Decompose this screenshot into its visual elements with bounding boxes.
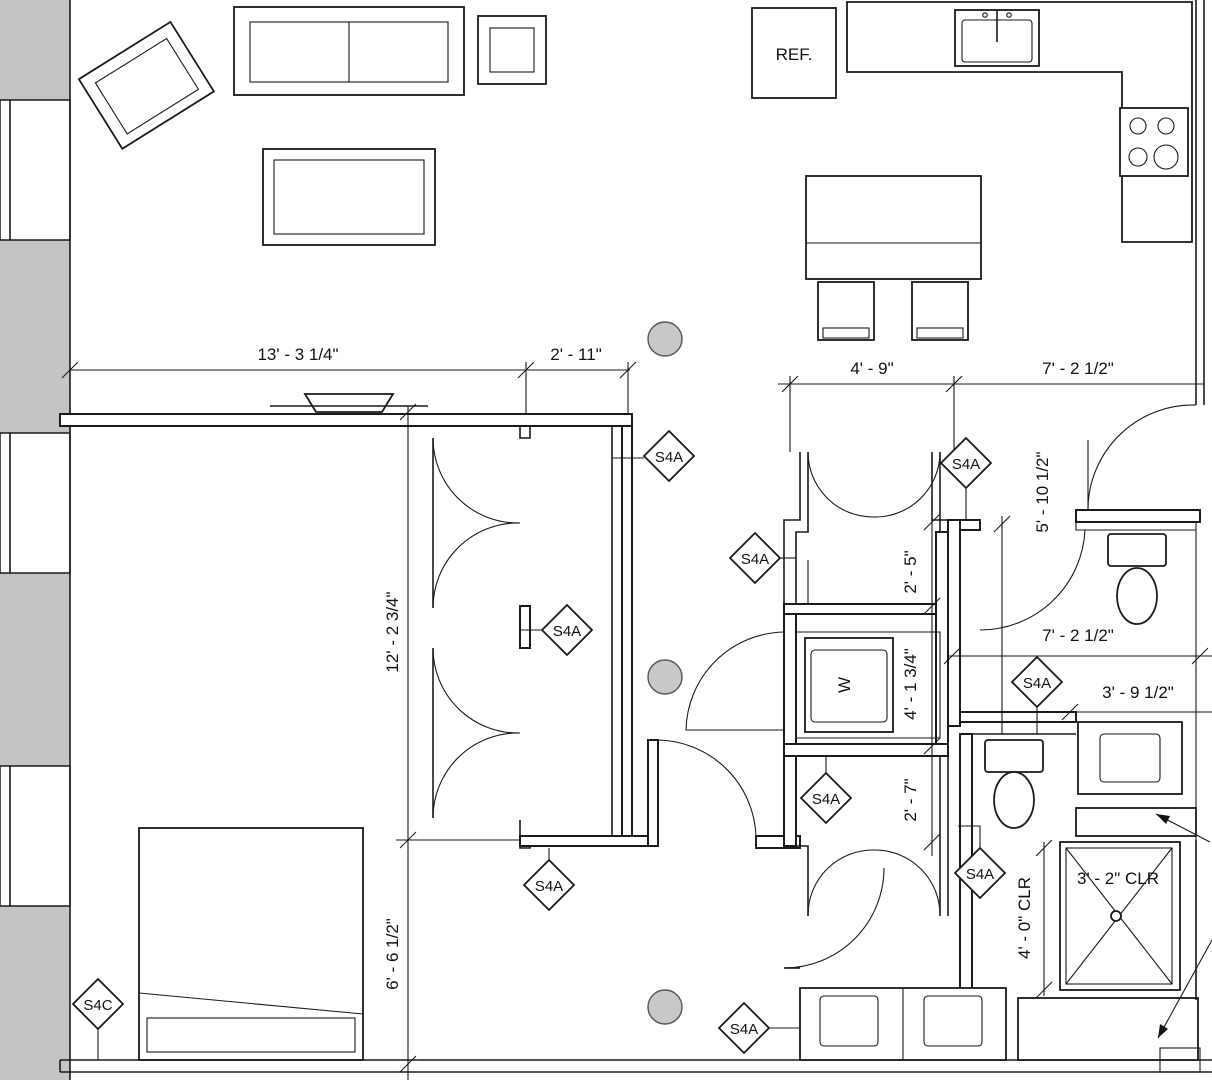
- side-table: [477, 15, 547, 85]
- coffee-table: [262, 148, 436, 246]
- dimension-bedroom-width: 13' - 3 1/4" 2' - 11": [61, 345, 637, 414]
- toilet-upper: [1107, 533, 1167, 625]
- svg-text:S4A: S4A: [966, 866, 994, 883]
- svg-text:S4A: S4A: [1023, 675, 1051, 692]
- svg-text:S4A: S4A: [730, 1021, 758, 1038]
- corner-detail: [1159, 1047, 1201, 1073]
- bottom-wall: [59, 1059, 1212, 1073]
- ceiling-light: [647, 989, 683, 1025]
- arrow: [1155, 813, 1212, 1039]
- closet-walls: [519, 425, 659, 849]
- vanity-sink: [1077, 721, 1183, 795]
- tag-s4a-cabinet: S4A: [717, 1001, 800, 1055]
- closet-door-lower: [432, 647, 521, 819]
- bedroom-top-wall: [59, 393, 633, 427]
- tag-s4a-closet-mid: S4A: [520, 603, 594, 657]
- toilet-lower: [984, 739, 1044, 829]
- washer-label: W: [835, 677, 854, 693]
- armchair: [77, 20, 216, 150]
- refrigerator-label: REF.: [776, 45, 813, 64]
- tag-s4c-bedroom: S4C: [71, 977, 125, 1060]
- svg-text:S4A: S4A: [535, 878, 563, 895]
- tag-s4a-laundry-top: S4A: [939, 436, 993, 520]
- dim-closet-b-depth-label: 2' - 7": [901, 778, 920, 821]
- dim-closet-a-depth-label: 2' - 5": [901, 550, 920, 593]
- bathroom-cabinets: [799, 987, 1007, 1061]
- ceiling-light: [647, 321, 683, 357]
- cooktop: [1119, 107, 1189, 177]
- dim-laundry-width-label: 4' - 9": [850, 359, 893, 378]
- kitchen-sink: [954, 9, 1040, 67]
- tag-s4a-bath: S4A: [1010, 655, 1064, 734]
- tag-s4a-laundry-left: S4A: [728, 531, 796, 585]
- tag-s4a-closet-bottom: S4A: [522, 848, 576, 912]
- dimension-laundry-width: 4' - 9" 7' - 2 1/2": [778, 359, 1204, 452]
- bed: [138, 827, 364, 1061]
- dim-closet-depth-label: 2' - 11": [550, 345, 602, 364]
- dim-bath-width-top-label: 7' - 2 1/2": [1042, 359, 1114, 378]
- dim-bedroom-depth-lower-label: 6' - 6 1/2": [383, 918, 402, 990]
- svg-text:S4A: S4A: [553, 623, 581, 640]
- svg-text:S4A: S4A: [655, 449, 683, 466]
- dim-shower-width-label: 3' - 2" CLR: [1077, 869, 1159, 888]
- ceiling-light: [647, 659, 683, 695]
- dim-bedroom-depth-upper-label: 12' - 2 3/4": [383, 591, 402, 672]
- svg-text:S4A: S4A: [952, 456, 980, 473]
- laundry-closet-top: [783, 451, 952, 615]
- right-exterior-wall: [1195, 0, 1205, 1050]
- svg-text:S4A: S4A: [812, 791, 840, 808]
- tag-s4a-closet-top: S4A: [611, 429, 696, 483]
- dim-washer-depth-label: 4' - 1 3/4": [901, 648, 920, 720]
- shower: [1059, 807, 1197, 991]
- washer-closet: W: [783, 531, 949, 757]
- bar-stool-left: [817, 281, 875, 341]
- dim-bedroom-width-label: 13' - 3 1/4": [257, 345, 338, 364]
- svg-text:S4A: S4A: [741, 551, 769, 568]
- dimension-laundry-depth: 2' - 5" 4' - 1 3/4" 2' - 7": [901, 513, 941, 856]
- dim-shower-depth-label: 4' - 0" CLR: [1015, 877, 1034, 959]
- dimension-bedroom-depth: 12' - 2 3/4" 6' - 6 1/2": [383, 403, 520, 1080]
- kitchen-island: [805, 175, 982, 280]
- dim-bath-depth-label: 5' - 10 1/2": [1033, 451, 1052, 532]
- svg-text:S4C: S4C: [83, 997, 112, 1014]
- exterior-window-strip: [0, 0, 71, 1080]
- refrigerator: REF.: [751, 7, 837, 99]
- dimension-bath: 5' - 10 1/2" 7' - 2 1/2" 3' - 9 1/2": [943, 451, 1212, 734]
- dim-bath-width-mid-label: 7' - 2 1/2": [1042, 626, 1114, 645]
- dim-vanity-width-label: 3' - 9 1/2": [1102, 683, 1174, 702]
- kitchen-counter: [846, 1, 1193, 243]
- tag-s4a-laundry-mid: S4A: [799, 756, 853, 825]
- bar-stool-right: [911, 281, 969, 341]
- tag-s4a-bath-lower: S4A: [953, 825, 1007, 900]
- closet-door-upper: [432, 437, 521, 609]
- washer-closet-door: [685, 631, 785, 731]
- hall-door: [657, 739, 757, 837]
- sofa: [233, 6, 465, 96]
- dimension-shower: 4' - 0" CLR 3' - 2" CLR: [1015, 839, 1159, 999]
- laundry-closet-bottom: [755, 755, 949, 969]
